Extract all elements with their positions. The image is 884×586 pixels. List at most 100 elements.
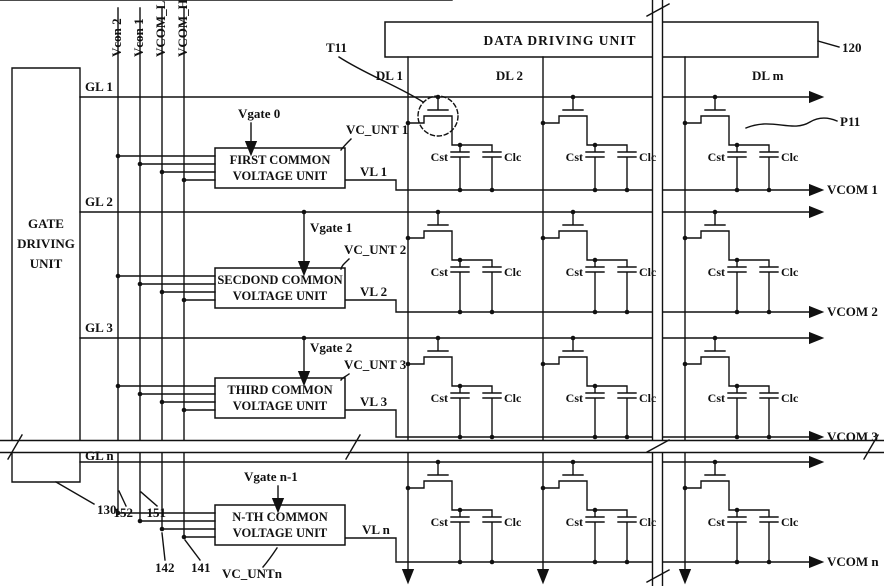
diagram-labels: Vcon 2 Vcon 1 VCOM_L VCOM_H DATA DRIVING…: [17, 0, 879, 581]
junction-dot: [457, 383, 463, 389]
tft-and-capacitors: [684, 96, 779, 191]
gl3-label: GL 3: [85, 320, 113, 335]
vcunt1-leader: [340, 138, 352, 151]
dl2-label: DL 2: [496, 68, 523, 83]
tft-and-capacitors: [684, 461, 779, 563]
tft-and-capacitors: [542, 96, 637, 191]
unit2-title-1: SECDOND COMMON: [217, 273, 342, 287]
vcunt1-label: VC_UNT 1: [346, 122, 408, 137]
gate-driving-unit-box: [11, 67, 81, 441]
clc-label: Clc: [504, 391, 522, 405]
vcuntn-label: VC_UNTn: [222, 566, 283, 581]
junction-dot: [405, 120, 411, 126]
cst-label: Cst: [566, 150, 583, 164]
unit1-title-1: FIRST COMMON: [230, 153, 331, 167]
tft-and-capacitors: [684, 337, 779, 438]
vcom2-label: VCOM 2: [827, 304, 878, 319]
vcoml-label: VCOM_L: [153, 0, 168, 57]
vcunt2-label: VC_UNT 2: [344, 242, 406, 257]
tft-and-capacitors: [407, 461, 502, 563]
ref-142: 142: [155, 560, 175, 575]
junction-dot: [405, 235, 411, 241]
junction-dot: [734, 187, 740, 193]
third-common-voltage-unit-box: [214, 377, 346, 419]
ref-120: 120: [842, 40, 862, 55]
junction-dot: [457, 559, 463, 565]
junction-dot: [592, 309, 598, 315]
cst-label: Cst: [708, 391, 725, 405]
vgate1-label: Vgate 1: [310, 220, 352, 235]
tft-and-capacitors: [542, 337, 637, 438]
junction-dot: [570, 459, 576, 465]
vcom-line-1: [344, 179, 825, 197]
junction-dot: [624, 434, 630, 440]
cst-label: Cst: [431, 265, 448, 279]
vcunt3-leader: [340, 373, 350, 381]
junction-dot: [682, 485, 688, 491]
gl1-label: GL 1: [85, 79, 113, 94]
first-common-voltage-unit-box: [214, 147, 346, 189]
junction-dot: [734, 434, 740, 440]
ref-142-leader: [161, 532, 166, 561]
unitn-title-1: N-TH COMMON: [232, 510, 327, 524]
gate-unit-title-2: DRIVING: [17, 236, 75, 251]
junction-dot: [457, 507, 463, 513]
junction-dot: [570, 209, 576, 215]
vcom3-label: VCOM 3: [827, 429, 878, 444]
vcunt2-leader: [340, 258, 350, 270]
junction-dot: [734, 142, 740, 148]
vcuntn-leader: [262, 547, 278, 568]
junction-dot: [624, 187, 630, 193]
junction-dot: [405, 361, 411, 367]
t11-leader: [338, 56, 424, 103]
junction-dot: [301, 209, 307, 215]
junction-dot: [712, 335, 718, 341]
junction-dot: [457, 187, 463, 193]
tft-and-capacitors: [542, 211, 637, 313]
junction-dot: [592, 383, 598, 389]
junction-dot: [489, 559, 495, 565]
ref-130-leader: [55, 481, 95, 505]
junction-dot: [766, 309, 772, 315]
tft-and-capacitors: [407, 337, 502, 438]
vcom-line-n: [344, 537, 825, 569]
vgate0-label: Vgate 0: [238, 106, 280, 121]
t11-highlight-circle: [417, 95, 459, 137]
vgaten1-label: Vgate n-1: [244, 469, 298, 484]
unitn-title-2: VOLTAGE UNIT: [233, 526, 328, 540]
junction-dot: [457, 142, 463, 148]
vl1-label: VL 1: [360, 164, 387, 179]
vl2-label: VL 2: [360, 284, 387, 299]
junction-dot: [540, 120, 546, 126]
junction-dot: [734, 309, 740, 315]
vcom-line-2: [344, 299, 825, 319]
ref-120-leader: [817, 40, 840, 48]
clc-label: Clc: [504, 265, 522, 279]
pixel-cell: Cst Clc: [405, 209, 522, 315]
second-common-voltage-unit-box: [214, 267, 346, 309]
data-driving-unit-box: [384, 21, 819, 58]
unit-input-junction-dots: [115, 153, 187, 540]
junction-dot: [682, 120, 688, 126]
junction-dot: [592, 434, 598, 440]
junction-dot: [540, 485, 546, 491]
vl3-label: VL 3: [360, 394, 388, 409]
junction-dot: [624, 559, 630, 565]
junction-dot: [570, 335, 576, 341]
ref-141-leader: [184, 539, 201, 561]
tft-and-capacitors: [407, 96, 502, 191]
junction-dot: [682, 361, 688, 367]
clc-label: Clc: [504, 515, 522, 529]
gl2-label: GL 2: [85, 194, 113, 209]
junction-dot: [489, 434, 495, 440]
